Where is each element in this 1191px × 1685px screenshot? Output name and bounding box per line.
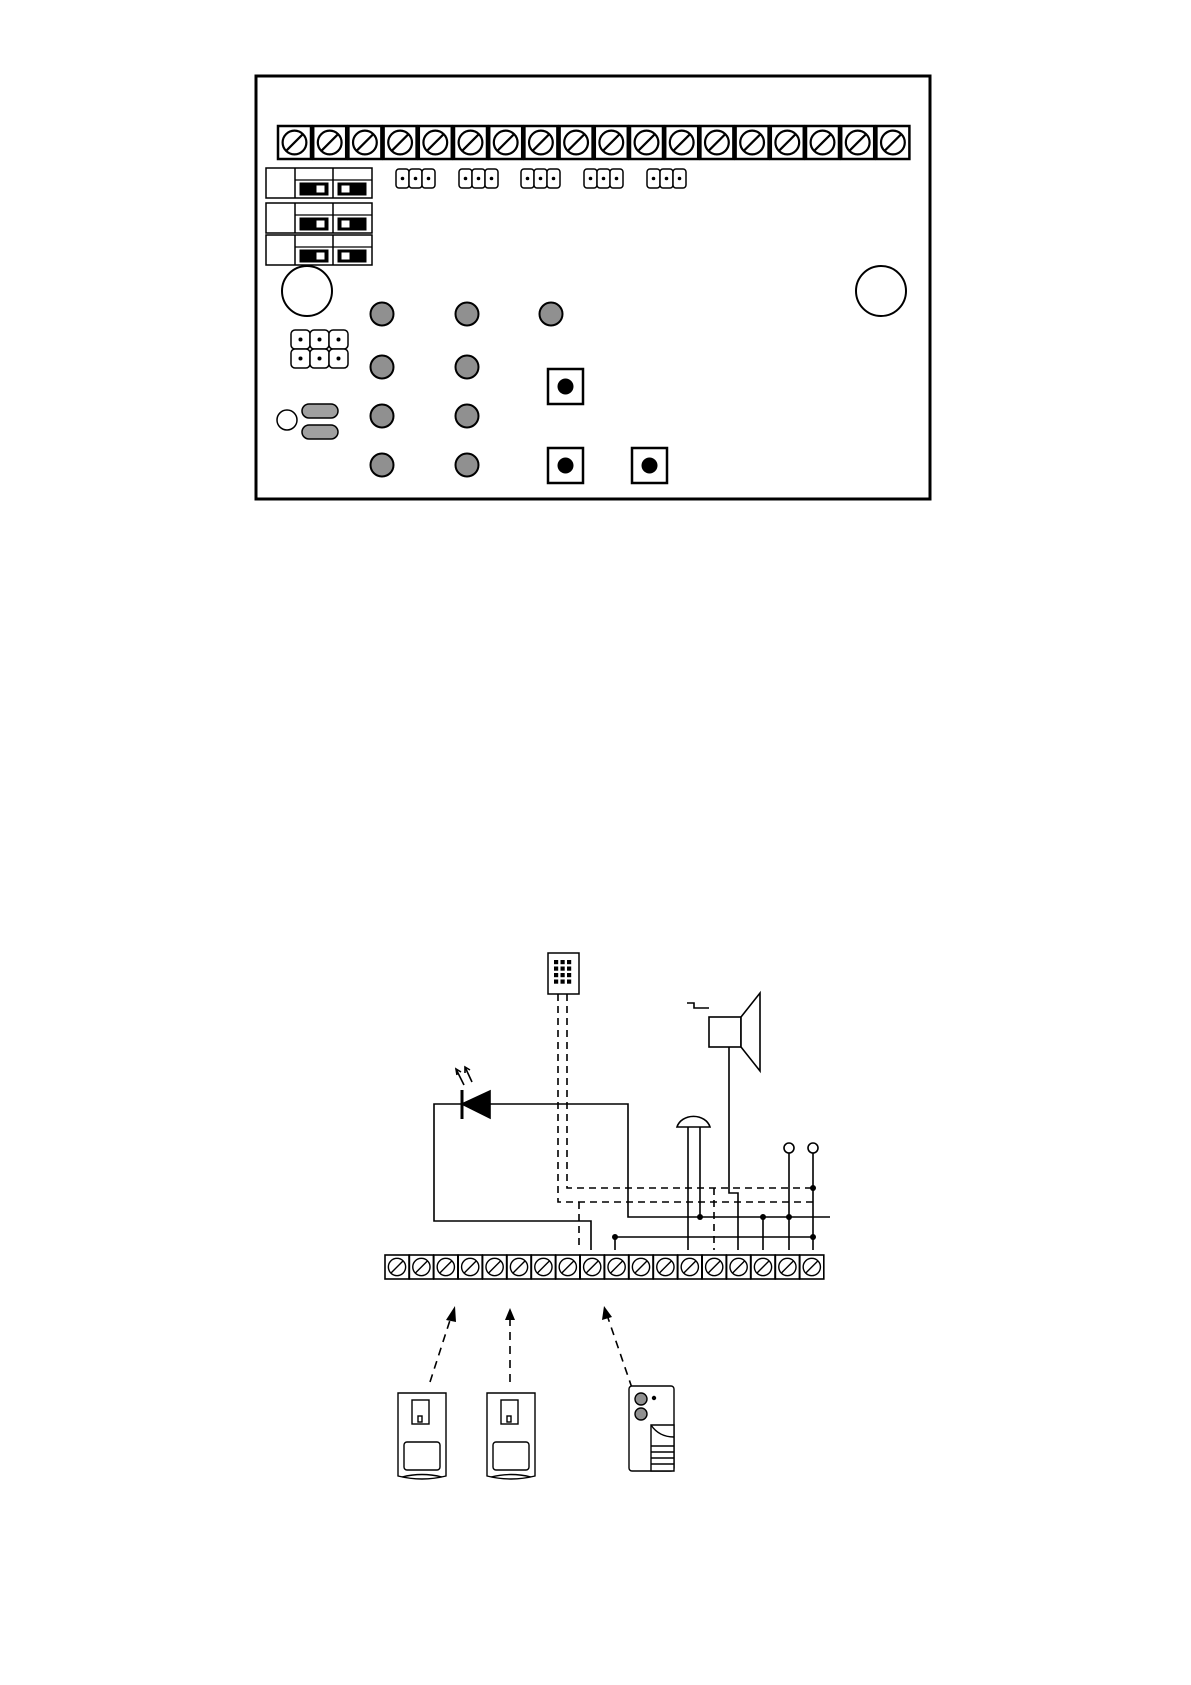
keypad-icon [548, 953, 579, 994]
screw-terminal [278, 126, 311, 159]
board-header-blocks [396, 169, 686, 188]
wiring-terminal-strip [385, 1255, 824, 1279]
screw-terminal [629, 1255, 653, 1279]
screw-terminal [348, 126, 381, 159]
screw-terminal [876, 126, 909, 159]
pin-header [584, 169, 623, 188]
screw-terminal [678, 1255, 702, 1279]
switch-contact-2 [808, 1143, 818, 1250]
potentiometer [277, 404, 338, 439]
pin-header [396, 169, 435, 188]
screw-terminal [531, 1255, 555, 1279]
screw-terminal [736, 126, 769, 159]
screw-terminal [385, 1255, 409, 1279]
pin-header [521, 169, 560, 188]
status-led [456, 405, 479, 428]
screw-terminal [454, 126, 487, 159]
screw-terminal [700, 126, 733, 159]
siren-speaker-icon [687, 993, 760, 1071]
screw-terminal [771, 126, 804, 159]
dip-switch-row [266, 203, 372, 233]
push-buttons [548, 369, 667, 483]
status-led [371, 405, 394, 428]
status-led [371, 454, 394, 477]
remote-receiver-icon [629, 1386, 674, 1471]
screw-terminal [384, 126, 417, 159]
mounting-hole-right [856, 266, 906, 316]
dip-switch-row [266, 235, 372, 265]
jumper-grid [291, 330, 348, 368]
screw-terminal [313, 126, 346, 159]
screw-terminal [419, 126, 452, 159]
status-led [371, 303, 394, 326]
sensor-arrow-head-1 [446, 1306, 456, 1322]
screw-terminal [702, 1255, 726, 1279]
screw-terminal [458, 1255, 482, 1279]
screw-terminal [489, 126, 522, 159]
switch-contact-1 [784, 1143, 794, 1250]
wiring-diagram [385, 953, 830, 1479]
screw-terminal [800, 1255, 824, 1279]
led-wire-anode [490, 1104, 830, 1217]
status-led [456, 303, 479, 326]
screw-terminal [630, 126, 663, 159]
dip-switch-row [266, 168, 372, 198]
status-led [540, 303, 563, 326]
led-diode-icon [456, 1067, 490, 1119]
screw-terminal [580, 1255, 604, 1279]
screw-terminal [524, 126, 557, 159]
sensor-arrow-3 [607, 1315, 632, 1388]
screw-terminal [751, 1255, 775, 1279]
motion-sensor-icon [487, 1393, 535, 1479]
screw-terminal [483, 1255, 507, 1279]
motion-sensor-icon [398, 1393, 446, 1479]
screw-terminal [507, 1255, 531, 1279]
board-terminal-strip [278, 126, 909, 159]
screw-terminal [556, 1255, 580, 1279]
screw-terminal [434, 1255, 458, 1279]
status-led [456, 356, 479, 379]
control-board [256, 76, 930, 499]
screw-terminal [560, 126, 593, 159]
screw-terminal [841, 126, 874, 159]
screw-terminal [653, 1255, 677, 1279]
screw-terminal [595, 126, 628, 159]
screw-terminal [665, 126, 698, 159]
pin-header [459, 169, 498, 188]
sensor-arrow-1 [430, 1314, 452, 1382]
status-led [371, 356, 394, 379]
screw-terminal [605, 1255, 629, 1279]
buzzer-icon [677, 1116, 710, 1127]
status-led [456, 454, 479, 477]
push-button [548, 369, 583, 404]
push-button [548, 448, 583, 483]
screw-terminal [806, 126, 839, 159]
sensor-arrow-head-3 [602, 1306, 612, 1320]
led-array [371, 303, 563, 477]
mounting-hole-left [282, 266, 332, 316]
pin-header [647, 169, 686, 188]
sensor-arrow-head-2 [505, 1308, 515, 1320]
screw-terminal [775, 1255, 799, 1279]
speaker-wire [729, 1047, 738, 1250]
screw-terminal [727, 1255, 751, 1279]
screw-terminal [409, 1255, 433, 1279]
push-button [632, 448, 667, 483]
board-switch-block [266, 168, 372, 265]
